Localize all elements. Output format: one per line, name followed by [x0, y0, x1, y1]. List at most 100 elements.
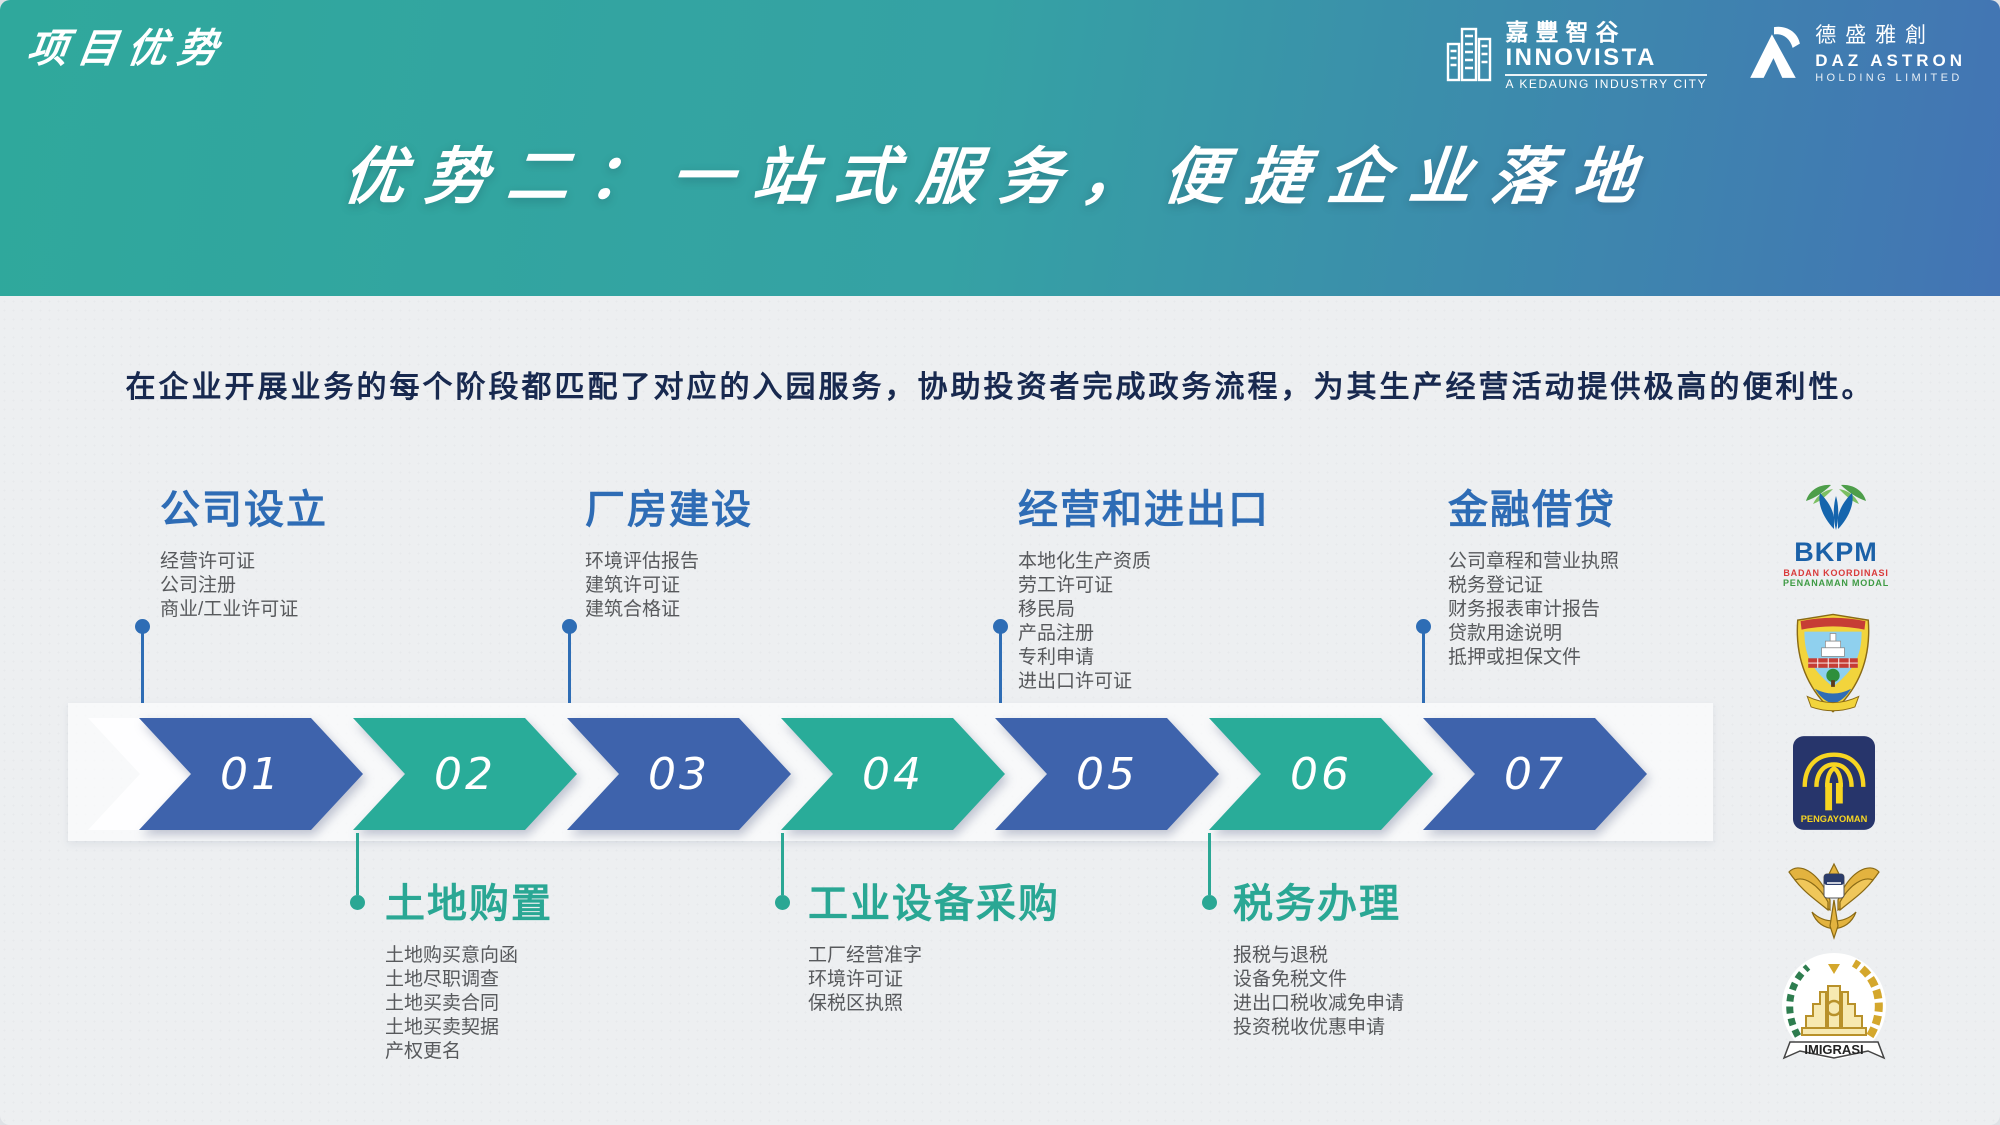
- step-number: 02: [434, 748, 496, 800]
- daz-astron-logo: 德盛雅創 DAZ ASTRON HOLDING LIMITED: [1745, 24, 1966, 87]
- bkpm-logo: BKPM BADAN KOORDINASI PENANAMAN MODAL: [1778, 483, 1894, 588]
- stage-title: 公司设立: [160, 488, 328, 532]
- bkpm-subline-1: BADAN KOORDINASI: [1783, 568, 1889, 579]
- stage-item-list: 经营许可证 公司注册 商业/工业许可证: [160, 550, 328, 622]
- stage-item: 进出口税收减免申请: [1233, 993, 1405, 1014]
- chevron-step-06: 06: [1209, 718, 1433, 830]
- daz-cn: 德盛雅創: [1815, 24, 1936, 48]
- stage-title: 金融借贷: [1448, 488, 1616, 532]
- chevron-step-03: 03: [567, 718, 791, 830]
- daz-en: DAZ ASTRON: [1815, 51, 1966, 71]
- stage-item: 建筑合格证: [585, 599, 681, 620]
- stage-item: 工厂经营准字: [808, 945, 923, 966]
- stage-item: 设备免税文件: [1233, 969, 1348, 990]
- stage-title: 经营和进出口: [1018, 488, 1270, 532]
- connector-dot: [993, 619, 1008, 634]
- stage-equipment-procurement: 工业设备采购 工厂经营准字 环境许可证 保税区执照: [808, 880, 1060, 1016]
- stage-item-list: 工厂经营准字 环境许可证 保税区执照: [808, 944, 1060, 1016]
- innovista-logo: 嘉豐智谷 INNOVISTA A KEDAUNG INDUSTRY CITY: [1445, 19, 1708, 91]
- step-number: 07: [1504, 748, 1566, 800]
- innovista-cn: 嘉豐智谷: [1505, 19, 1626, 45]
- stage-item: 报税与退税: [1233, 945, 1329, 966]
- connector-dot: [1202, 895, 1217, 910]
- chevron-step-04: 04: [781, 718, 1005, 830]
- connector-line: [356, 833, 359, 895]
- connector-line: [1422, 631, 1425, 703]
- stage-title: 工业设备采购: [808, 882, 1060, 926]
- stage-item-list: 报税与退税 设备免税文件 进出口税收减免申请 投资税收优惠申请: [1233, 944, 1404, 1040]
- stage-tax-services: 税务办理 报税与退税 设备免税文件 进出口税收减免申请 投资税收优惠申请: [1233, 880, 1404, 1040]
- pengayoman-label: PENGAYOMAN: [1801, 814, 1868, 824]
- bkpm-wordmark: BKPM: [1794, 537, 1878, 567]
- stage-item: 贷款用途说明: [1448, 623, 1563, 644]
- stage-item: 环境评估报告: [585, 551, 700, 572]
- slide-header: 项目优势 嘉豐智谷 INNOVISTA: [0, 0, 2000, 296]
- stage-item-list: 本地化生产资质 劳工许可证 移民局 产品注册 专利申请 进出口许可证: [1018, 550, 1270, 694]
- innovista-building-icon: [1445, 24, 1493, 87]
- step-number: 03: [648, 748, 710, 800]
- stage-item: 土地买卖合同: [385, 993, 500, 1014]
- stage-title: 土地购置: [385, 882, 553, 926]
- step-number: 05: [1076, 748, 1138, 800]
- stage-item: 土地尽职调查: [385, 969, 500, 990]
- stage-item: 经营许可证: [160, 551, 256, 572]
- stage-title: 厂房建设: [585, 488, 753, 532]
- stage-item: 建筑许可证: [585, 575, 681, 596]
- connector-line: [141, 631, 144, 703]
- stage-item: 环境许可证: [808, 969, 904, 990]
- stage-item: 投资税收优惠申请: [1233, 1017, 1386, 1038]
- stage-item: 进出口许可证: [1018, 671, 1133, 692]
- innovista-tagline: A KEDAUNG INDUSTRY CITY: [1505, 76, 1708, 91]
- stage-financing: 金融借贷 公司章程和营业执照 税务登记证 财务报表审计报告 贷款用途说明 抵押或…: [1448, 486, 1619, 670]
- connector-dot: [350, 895, 365, 910]
- stage-title: 税务办理: [1233, 882, 1401, 926]
- intro-text: 在企业开展业务的每个阶段都匹配了对应的入园服务，协助投资者完成政务流程，为其生产…: [125, 371, 1875, 404]
- stage-item: 财务报表审计报告: [1448, 599, 1601, 620]
- stage-item-list: 公司章程和营业执照 税务登记证 财务报表审计报告 贷款用途说明 抵押或担保文件: [1448, 550, 1619, 670]
- stage-operations-import-export: 经营和进出口 本地化生产资质 劳工许可证 移民局 产品注册 专利申请 进出口许可…: [1018, 486, 1270, 694]
- stage-item: 保税区执照: [808, 993, 904, 1014]
- connector-dot: [135, 619, 150, 634]
- page-title: 优势二：一站式服务，便捷企业落地: [339, 143, 1659, 212]
- innovista-divider: [1505, 73, 1708, 76]
- connector-line: [999, 631, 1002, 703]
- connector-line: [1208, 833, 1211, 895]
- stage-item-list: 环境评估报告 建筑许可证 建筑合格证: [585, 550, 753, 622]
- stage-item: 公司章程和营业执照: [1448, 551, 1620, 572]
- stage-item: 土地买卖契据: [385, 1017, 500, 1038]
- daz-a-icon: [1745, 24, 1803, 87]
- stage-factory-construction: 厂房建设 环境评估报告 建筑许可证 建筑合格证: [585, 486, 753, 622]
- chevron-step-07: 07: [1423, 718, 1647, 830]
- stage-item: 公司注册: [160, 575, 237, 596]
- stage-land-purchase: 土地购置 土地购买意向函 土地尽职调查 土地买卖合同 土地买卖契据 产权更名: [385, 880, 553, 1064]
- stage-company-setup: 公司设立 经营许可证 公司注册 商业/工业许可证: [160, 486, 328, 622]
- step-number: 06: [1290, 748, 1352, 800]
- stage-item: 税务登记证: [1448, 575, 1544, 596]
- bkpm-tulip-icon: [1804, 483, 1868, 536]
- stage-item: 本地化生产资质: [1018, 551, 1152, 572]
- brand-logos: 嘉豐智谷 INNOVISTA A KEDAUNG INDUSTRY CITY 德…: [1445, 20, 1966, 91]
- stage-item: 抵押或担保文件: [1448, 647, 1582, 668]
- daz-tagline: HOLDING LIMITED: [1815, 72, 1963, 85]
- step-number: 01: [220, 748, 282, 800]
- chevron-step-05: 05: [995, 718, 1219, 830]
- connector-line: [568, 631, 571, 703]
- stage-item: 产品注册: [1018, 623, 1095, 644]
- chevron-step-01: 01: [139, 718, 363, 830]
- stage-item: 土地购买意向函: [385, 945, 519, 966]
- connector-line: [781, 833, 784, 895]
- customs-eagle-logo: [1786, 858, 1882, 948]
- stage-item: 劳工许可证: [1018, 575, 1114, 596]
- stage-item: 产权更名: [385, 1041, 462, 1062]
- tangerang-crest-logo: [1792, 612, 1874, 716]
- stage-item-list: 土地购买意向函 土地尽职调查 土地买卖合同 土地买卖契据 产权更名: [385, 944, 553, 1064]
- connector-dot: [562, 619, 577, 634]
- chevron-step-02: 02: [353, 718, 577, 830]
- bkpm-subline-2: PENANAMAN MODAL: [1783, 578, 1889, 589]
- connector-dot: [1416, 619, 1431, 634]
- imigrasi-logo: IMIGRASI: [1778, 950, 1890, 1072]
- stage-item: 专利申请: [1018, 647, 1095, 668]
- imigrasi-label: IMIGRASI: [1804, 1042, 1863, 1057]
- connector-dot: [775, 895, 790, 910]
